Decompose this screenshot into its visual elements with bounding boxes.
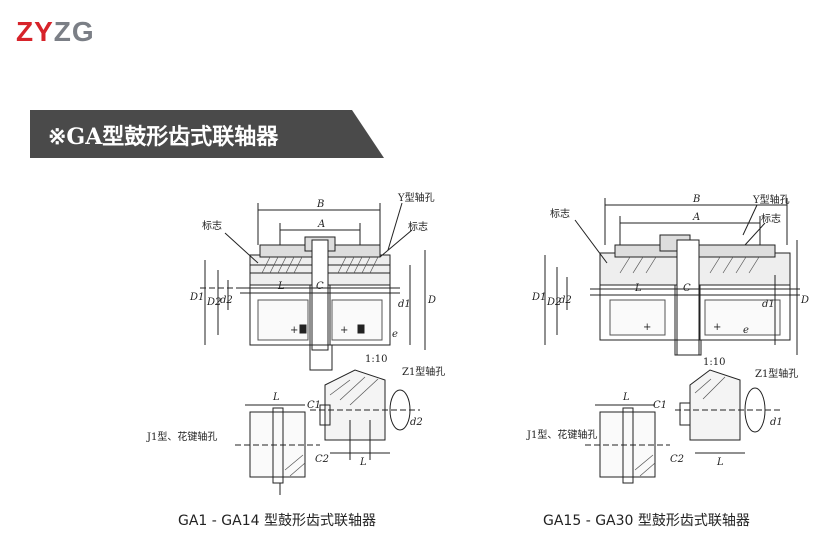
svg-text:+: + [643,322,651,333]
dim-e-label: e [743,325,749,336]
svg-text:+: + [290,325,298,336]
dim-Lc-label: L [359,457,367,468]
dim-d1b-label: d1 [770,417,783,428]
dim-e-label: e [392,329,398,340]
dim-C1-label: C1 [653,400,667,411]
mark-left-label: 标志 [202,219,222,232]
dim-D2-label: D2 [206,297,221,308]
svg-text:+: + [713,322,721,333]
dim-D-label: D [800,295,809,306]
section-banner: ※GA型鼓形齿式联轴器 [30,110,384,158]
dim-d1-label: d1 [762,299,775,310]
coupling-drawing-ga15-ga30: B A + + D1 D2 d2 d1 D L C e 标志 标志 Y型轴孔 1… [526,193,809,484]
y-hole-label: Y型轴孔 [397,191,435,204]
dim-A-label: A [692,212,700,223]
dim-B-label: B [316,199,324,210]
banner-title: ※GA型鼓形齿式联轴器 [48,124,279,150]
dim-D1-label: D1 [531,292,546,303]
caption-right: GA15 - GA30 型鼓形齿式联轴器 [543,513,750,529]
taper-label: 1:10 [365,354,387,365]
dim-D-label: D [427,295,436,306]
j1-hole-label: J1型、花键轴孔 [146,430,217,443]
company-logo: ZYZG [16,16,95,47]
dim-B-label: B [692,194,700,205]
dim-C-label: C [683,283,691,294]
dim-D1-label: D1 [189,292,204,303]
coupling-drawing-ga1-ga14: B A + + D1 D2 d2 d1 D L C e 标志 标志 Y型轴孔 1… [146,191,445,495]
caption-left: GA1 - GA14 型鼓形齿式联轴器 [178,513,376,529]
dim-L-label: L [634,283,642,294]
dim-d2-label: d2 [220,295,233,306]
dim-C-label: C [316,281,324,292]
svg-text:+: + [340,325,348,336]
mark-right-label: 标志 [761,212,781,225]
z1-hole-label: Z1型轴孔 [755,367,798,380]
mark-left-label: 标志 [550,207,570,220]
dim-Lb-label: L [272,392,280,403]
taper-label: 1:10 [703,357,725,368]
y-hole-label: Y型轴孔 [752,193,790,206]
dim-d2b-label: d2 [410,417,423,428]
dim-D2-label: D2 [546,297,561,308]
dim-d1-label: d1 [398,299,411,310]
dim-C2-label: C2 [670,454,684,465]
dim-C1-label: C1 [307,400,321,411]
dim-C2-label: C2 [315,454,329,465]
dim-L-label: L [277,281,285,292]
banner-shape [30,110,384,158]
dim-Lb-label: L [622,392,630,403]
j1-hole-label: J1型、花键轴孔 [526,428,597,441]
dim-Lc-label: L [716,457,724,468]
mark-right-label: 标志 [408,220,428,233]
z1-hole-label: Z1型轴孔 [402,365,445,378]
dim-A-label: A [317,219,325,230]
dim-d2-label: d2 [559,295,572,306]
